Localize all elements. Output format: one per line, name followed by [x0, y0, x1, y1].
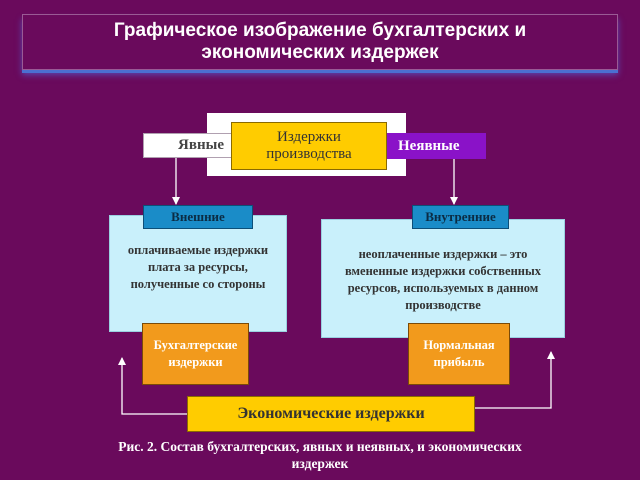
production-costs-box: Издержки производства [231, 122, 387, 170]
normal-profit-box: Нормальная прибыль [408, 323, 510, 385]
external-costs-description: оплачиваемые издержки плата за ресурсы, … [127, 243, 269, 291]
accounting-costs-box: Бухгалтерские издержки [142, 323, 249, 385]
figure-caption: Рис. 2. Состав бухгалтерских, явных и не… [118, 439, 522, 471]
page-title: Графическое изображение бухгалтерских и … [113, 20, 527, 63]
implicit-costs-box: Неявные [384, 133, 486, 159]
internal-tag: Внутренние [412, 205, 509, 229]
economic-costs-box: Экономические издержки [187, 396, 475, 432]
internal-costs-description: неоплаченные издержки – это вмененные из… [344, 247, 542, 312]
explicit-costs-box: Явные [143, 133, 233, 158]
external-tag: Внешние [143, 205, 253, 229]
internal-costs-panel: неоплаченные издержки – это вмененные из… [321, 219, 565, 338]
title-banner: Графическое изображение бухгалтерских и … [22, 14, 618, 70]
external-costs-panel: оплачиваемые издержки плата за ресурсы, … [109, 215, 287, 332]
